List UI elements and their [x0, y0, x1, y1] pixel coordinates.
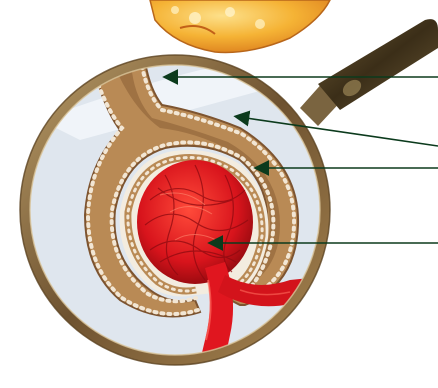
kidney-fragment — [150, 0, 330, 52]
magnifying-glass-icon — [300, 19, 438, 126]
glomerulus — [137, 160, 253, 284]
